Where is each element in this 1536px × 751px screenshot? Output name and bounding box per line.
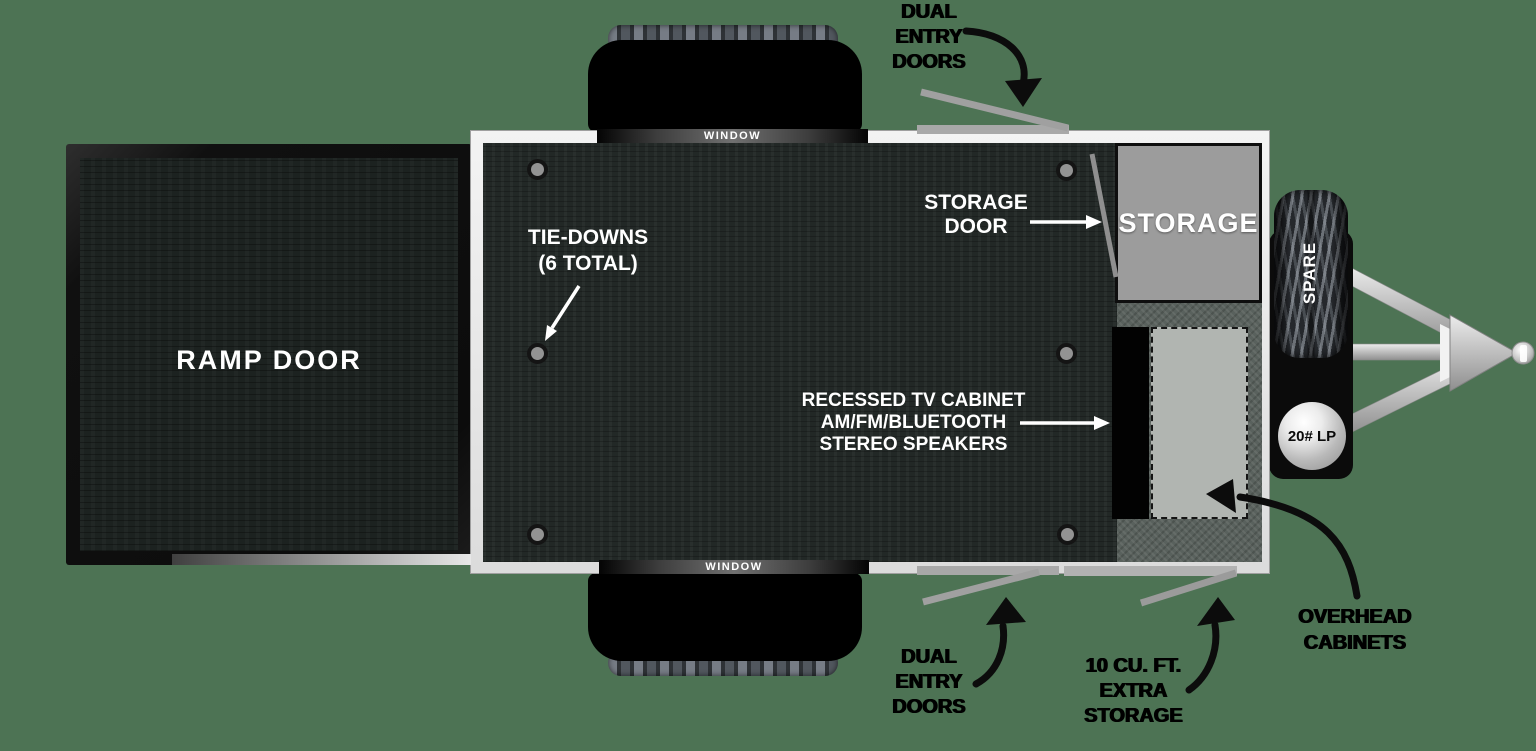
lp-tank: 20# LP (1278, 402, 1346, 470)
tie-down-anchor (527, 159, 548, 180)
overhead-cabinets-label: OVERHEAD CABINETS (1298, 606, 1412, 654)
storage-door-label: STORAGE DOOR (924, 191, 1028, 238)
wheel-fender-bottom (588, 573, 862, 661)
tie-down-anchor (527, 343, 548, 364)
tie-down-anchor (1057, 524, 1078, 545)
spare-tire (1274, 190, 1348, 358)
ramp-door-sill (172, 554, 471, 565)
ramp-door-panel (80, 158, 458, 551)
entry-door-bottom-open (922, 568, 1040, 606)
storage-room-label: STORAGE (1118, 207, 1259, 238)
tie-downs-label: TIE-DOWNS (6 TOTAL) (527, 226, 649, 275)
window-top: WINDOW (597, 129, 868, 143)
hitch-ball (1511, 341, 1535, 365)
tongue-lower-bar (1347, 355, 1471, 435)
overhead-cabinets-area (1151, 327, 1248, 519)
storage-access-door-open (1139, 569, 1238, 607)
tie-down-anchor (1056, 160, 1077, 181)
spare-tire-label: SPARE (1300, 241, 1319, 305)
tie-down-anchor (527, 524, 548, 545)
extra-storage-label: 10 CU. FT. EXTRA STORAGE (1084, 655, 1183, 727)
tv-cabinet-label: RECESSED TV CABINET AM/FM/BLUETOOTH STER… (801, 390, 1026, 455)
coupler-wedge (1440, 324, 1452, 382)
dual-entry-doors-top-label: DUAL ENTRY DOORS (892, 1, 966, 73)
wheel-fender-top (588, 40, 862, 132)
storage-room: STORAGE (1115, 143, 1262, 303)
window-bottom: WINDOW (599, 560, 869, 574)
tongue-upper-bar (1347, 265, 1471, 349)
dual-entry-doors-bottom-label: DUAL ENTRY DOORS (892, 646, 966, 718)
lp-tank-label: 20# LP (1287, 427, 1337, 445)
entry-door-top-open (920, 88, 1069, 132)
recessed-tv-cabinet (1112, 327, 1149, 519)
tongue-center-bar (1347, 343, 1449, 361)
tie-down-anchor (1056, 343, 1077, 364)
hitch-ball-highlight (1520, 345, 1527, 362)
ramp-door-label: RAMP DOOR (176, 345, 362, 375)
coupler-triangle (1449, 314, 1519, 392)
